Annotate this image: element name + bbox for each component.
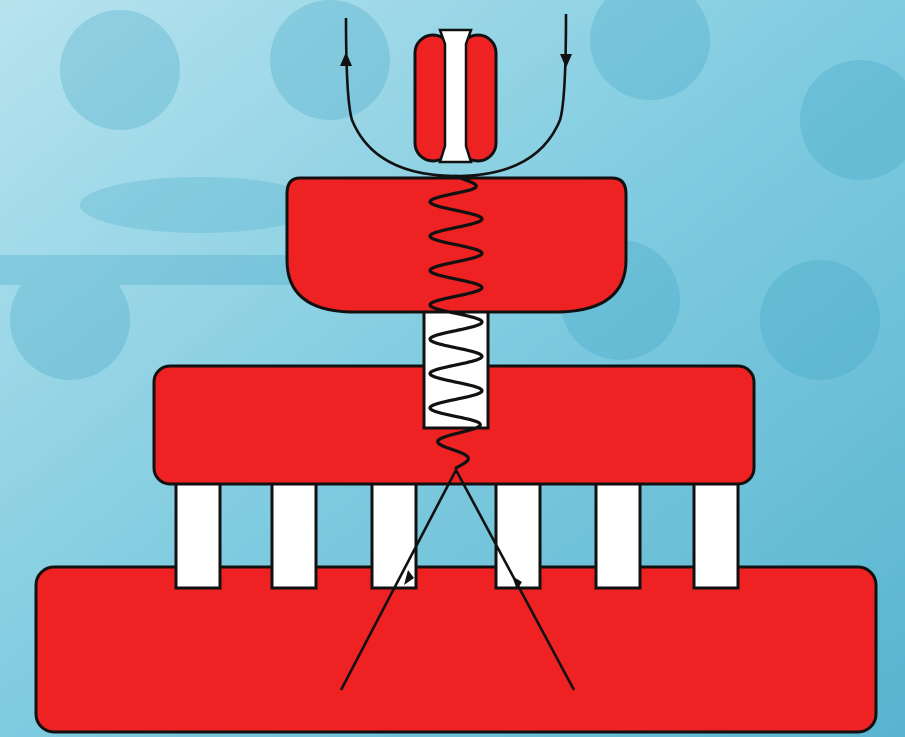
top-arrowhead-left: [340, 52, 352, 66]
top-arrowhead-right: [560, 54, 572, 68]
channel-5: [594, 464, 642, 590]
channel-2: [270, 464, 318, 590]
channel-row: [174, 464, 740, 590]
bottom-arrow-left: [339, 469, 458, 691]
bottom-arrowhead-right: [512, 576, 522, 590]
bottom-block: [34, 565, 878, 734]
channel-3: [370, 464, 418, 590]
bottom-arrowhead-left: [404, 570, 414, 585]
top-pore: [413, 28, 498, 164]
pore-channel: [438, 28, 473, 164]
coil-signal: [428, 174, 484, 470]
